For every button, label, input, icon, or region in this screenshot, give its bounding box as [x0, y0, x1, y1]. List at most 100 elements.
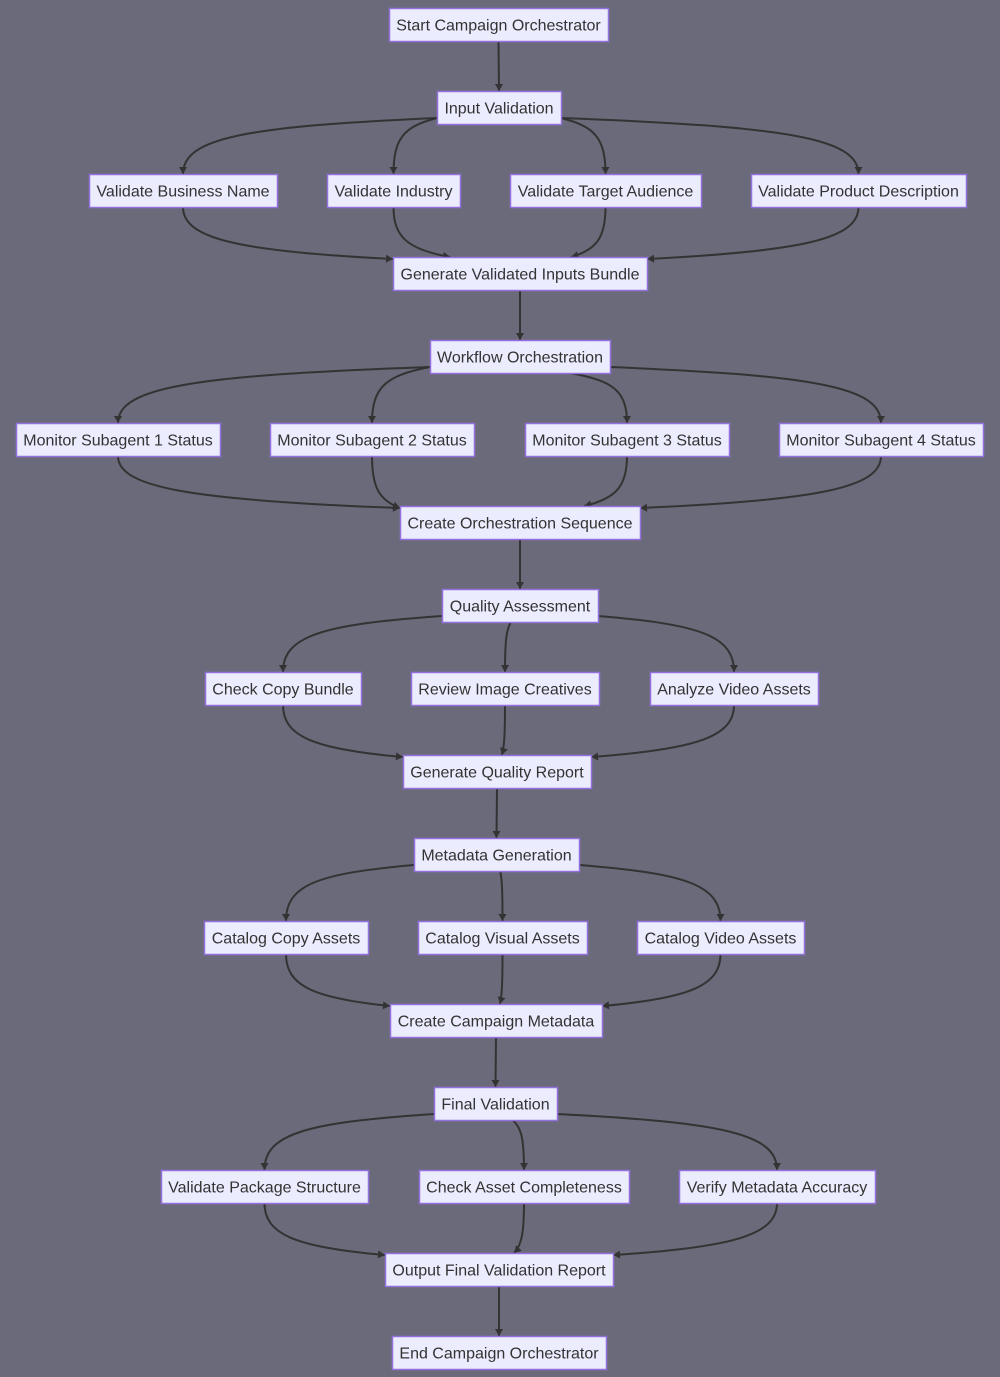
edge-line	[560, 117, 860, 175]
node-label: Check Asset Completeness	[426, 1180, 622, 1197]
arrowhead-icon	[854, 167, 863, 174]
node-label: Monitor Subagent 3 Status	[532, 433, 721, 450]
arrowhead-icon	[591, 752, 599, 761]
edge-catalog-video-assets-to-create-campaign-metadata	[601, 953, 722, 1010]
node-start[interactable]: Start Campaign Orchestrator	[388, 7, 610, 43]
edge-catalog-copy-assets-to-create-campaign-metadata	[285, 953, 391, 1010]
node-label: Input Validation	[444, 101, 553, 118]
edge-validate-product-description-to-generate-validated-inputs-bundle	[646, 206, 860, 263]
arrowhead-icon	[377, 1250, 385, 1259]
node-label: Validate Product Description	[758, 184, 959, 201]
node-create-campaign-metadata[interactable]: Create Campaign Metadata	[389, 1003, 604, 1039]
node-label: Validate Business Name	[96, 184, 269, 201]
node-check-copy-bundle[interactable]: Check Copy Bundle	[204, 671, 363, 707]
edge-metadata-generation-to-catalog-video-assets	[578, 864, 725, 922]
node-output-final-validation-report[interactable]: Output Final Validation Report	[384, 1252, 615, 1288]
node-monitor-subagent-2[interactable]: Monitor Subagent 2 Status	[269, 422, 476, 458]
node-generate-validated-inputs-bundle[interactable]: Generate Validated Inputs Bundle	[392, 256, 649, 292]
edge-catalog-visual-assets-to-create-campaign-metadata	[497, 953, 506, 1005]
node-review-image-creatives[interactable]: Review Image Creatives	[410, 671, 601, 707]
node-catalog-video-assets[interactable]: Catalog Video Assets	[636, 920, 806, 956]
node-metadata-generation[interactable]: Metadata Generation	[413, 837, 581, 873]
edge-line	[494, 1036, 497, 1088]
edge-line	[285, 864, 415, 922]
node-label: Workflow Orchestration	[437, 350, 603, 367]
node-catalog-visual-assets[interactable]: Catalog Visual Assets	[417, 920, 589, 956]
node-validate-target-audience[interactable]: Validate Target Audience	[509, 173, 703, 209]
node-verify-metadata-accuracy[interactable]: Verify Metadata Accuracy	[678, 1169, 877, 1205]
edge-final-validation-to-verify-metadata-accuracy	[556, 1113, 781, 1171]
arrowhead-icon	[501, 665, 509, 672]
edge-check-asset-completeness-to-output-final-validation-report	[513, 1202, 525, 1254]
arrowhead-icon	[773, 1163, 781, 1170]
edge-output-final-validation-report-to-end	[495, 1286, 503, 1336]
arrowhead-icon	[114, 416, 122, 423]
node-label: Verify Metadata Accuracy	[687, 1180, 868, 1197]
edge-line	[500, 704, 506, 756]
node-box	[524, 422, 731, 458]
edge-line	[560, 117, 607, 175]
arrowhead-icon	[602, 1001, 610, 1010]
node-box	[384, 1252, 615, 1288]
arrowhead-icon	[514, 1245, 522, 1253]
node-end[interactable]: End Campaign Orchestrator	[391, 1335, 608, 1371]
node-box	[509, 173, 703, 209]
edges-layer	[114, 40, 885, 1336]
node-validate-package-structure[interactable]: Validate Package Structure	[160, 1169, 370, 1205]
edge-line	[612, 1202, 778, 1256]
edge-generate-validated-inputs-bundle-to-workflow-orchestration	[516, 290, 524, 340]
node-label: Create Orchestration Sequence	[407, 516, 632, 533]
edge-line	[556, 1113, 778, 1171]
edge-quality-assessment-to-review-image-creatives	[501, 621, 512, 673]
edge-line	[117, 455, 401, 509]
node-quality-assessment[interactable]: Quality Assessment	[441, 588, 600, 624]
arrowhead-icon	[601, 167, 610, 174]
arrowhead-icon	[623, 416, 631, 423]
edge-line	[583, 455, 628, 507]
node-input-validation[interactable]: Input Validation	[436, 90, 563, 126]
node-workflow-orchestration[interactable]: Workflow Orchestration	[429, 339, 612, 375]
node-box	[429, 339, 612, 375]
edge-line	[371, 455, 401, 509]
node-box	[204, 671, 363, 707]
node-analyze-video-assets[interactable]: Analyze Video Assets	[649, 671, 820, 707]
arrowhead-icon	[282, 914, 290, 921]
edge-line	[282, 615, 443, 673]
node-final-validation[interactable]: Final Validation	[433, 1086, 559, 1122]
node-catalog-copy-assets[interactable]: Catalog Copy Assets	[203, 920, 370, 956]
node-validate-industry[interactable]: Validate Industry	[326, 173, 462, 209]
node-monitor-subagent-4[interactable]: Monitor Subagent 4 Status	[778, 422, 985, 458]
node-validate-product-description[interactable]: Validate Product Description	[750, 173, 968, 209]
arrowhead-icon	[389, 167, 398, 174]
edge-line	[511, 1119, 525, 1171]
node-validate-business-name[interactable]: Validate Business Name	[88, 173, 279, 209]
node-box	[402, 754, 593, 790]
node-box	[678, 1169, 877, 1205]
node-label: Metadata Generation	[421, 848, 571, 865]
edge-line	[495, 787, 498, 839]
arrowhead-icon	[395, 752, 403, 761]
node-label: Catalog Video Assets	[645, 931, 797, 948]
node-box	[269, 422, 476, 458]
edge-line	[263, 1113, 435, 1171]
arrowhead-icon	[730, 665, 738, 672]
node-box	[160, 1169, 370, 1205]
arrowhead-icon	[495, 84, 503, 91]
node-create-orchestration-sequence[interactable]: Create Orchestration Sequence	[399, 505, 642, 541]
edge-line	[569, 372, 628, 424]
node-monitor-subagent-1[interactable]: Monitor Subagent 1 Status	[15, 422, 222, 458]
edge-line	[571, 206, 607, 258]
edge-workflow-orchestration-to-monitor-subagent-4	[609, 366, 885, 424]
node-label: Generate Validated Inputs Bundle	[401, 267, 640, 284]
edge-input-validation-to-validate-target-audience	[560, 117, 610, 175]
edge-line	[646, 206, 860, 260]
arrowhead-icon	[498, 914, 507, 921]
node-label: Catalog Visual Assets	[425, 931, 579, 948]
node-box	[750, 173, 968, 209]
node-monitor-subagent-3[interactable]: Monitor Subagent 3 Status	[524, 422, 731, 458]
node-label: Start Campaign Orchestrator	[396, 18, 601, 35]
node-box	[436, 90, 563, 126]
node-check-asset-completeness[interactable]: Check Asset Completeness	[418, 1169, 631, 1205]
node-generate-quality-report[interactable]: Generate Quality Report	[402, 754, 593, 790]
arrowhead-icon	[516, 333, 524, 340]
